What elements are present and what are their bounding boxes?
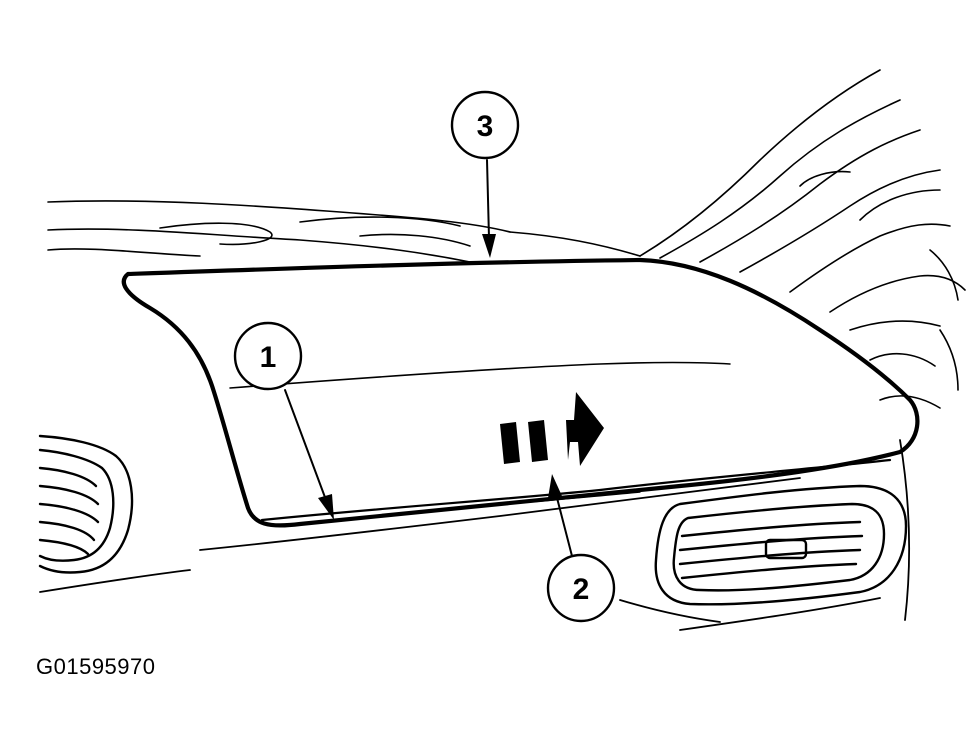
- left-air-vent: [38, 434, 134, 574]
- callout-label-1: 1: [260, 341, 277, 374]
- airbag-door-panel: [121, 257, 920, 528]
- right-air-vent: [654, 484, 908, 606]
- callout-3: 3: [450, 90, 520, 160]
- dashboard-lines: [39, 439, 911, 631]
- callout-label-3: 3: [477, 110, 494, 143]
- leader-line-2: [548, 474, 573, 557]
- windshield-contour-lines: [47, 69, 966, 409]
- leader-line-3: [482, 159, 496, 258]
- figure-code: G01595970: [36, 654, 156, 679]
- callout-label-2: 2: [573, 573, 590, 606]
- leader-line-1: [284, 389, 334, 520]
- direction-arrow-marking: [500, 392, 604, 466]
- callout-1: 1: [233, 321, 303, 391]
- callout-2: 2: [546, 553, 616, 623]
